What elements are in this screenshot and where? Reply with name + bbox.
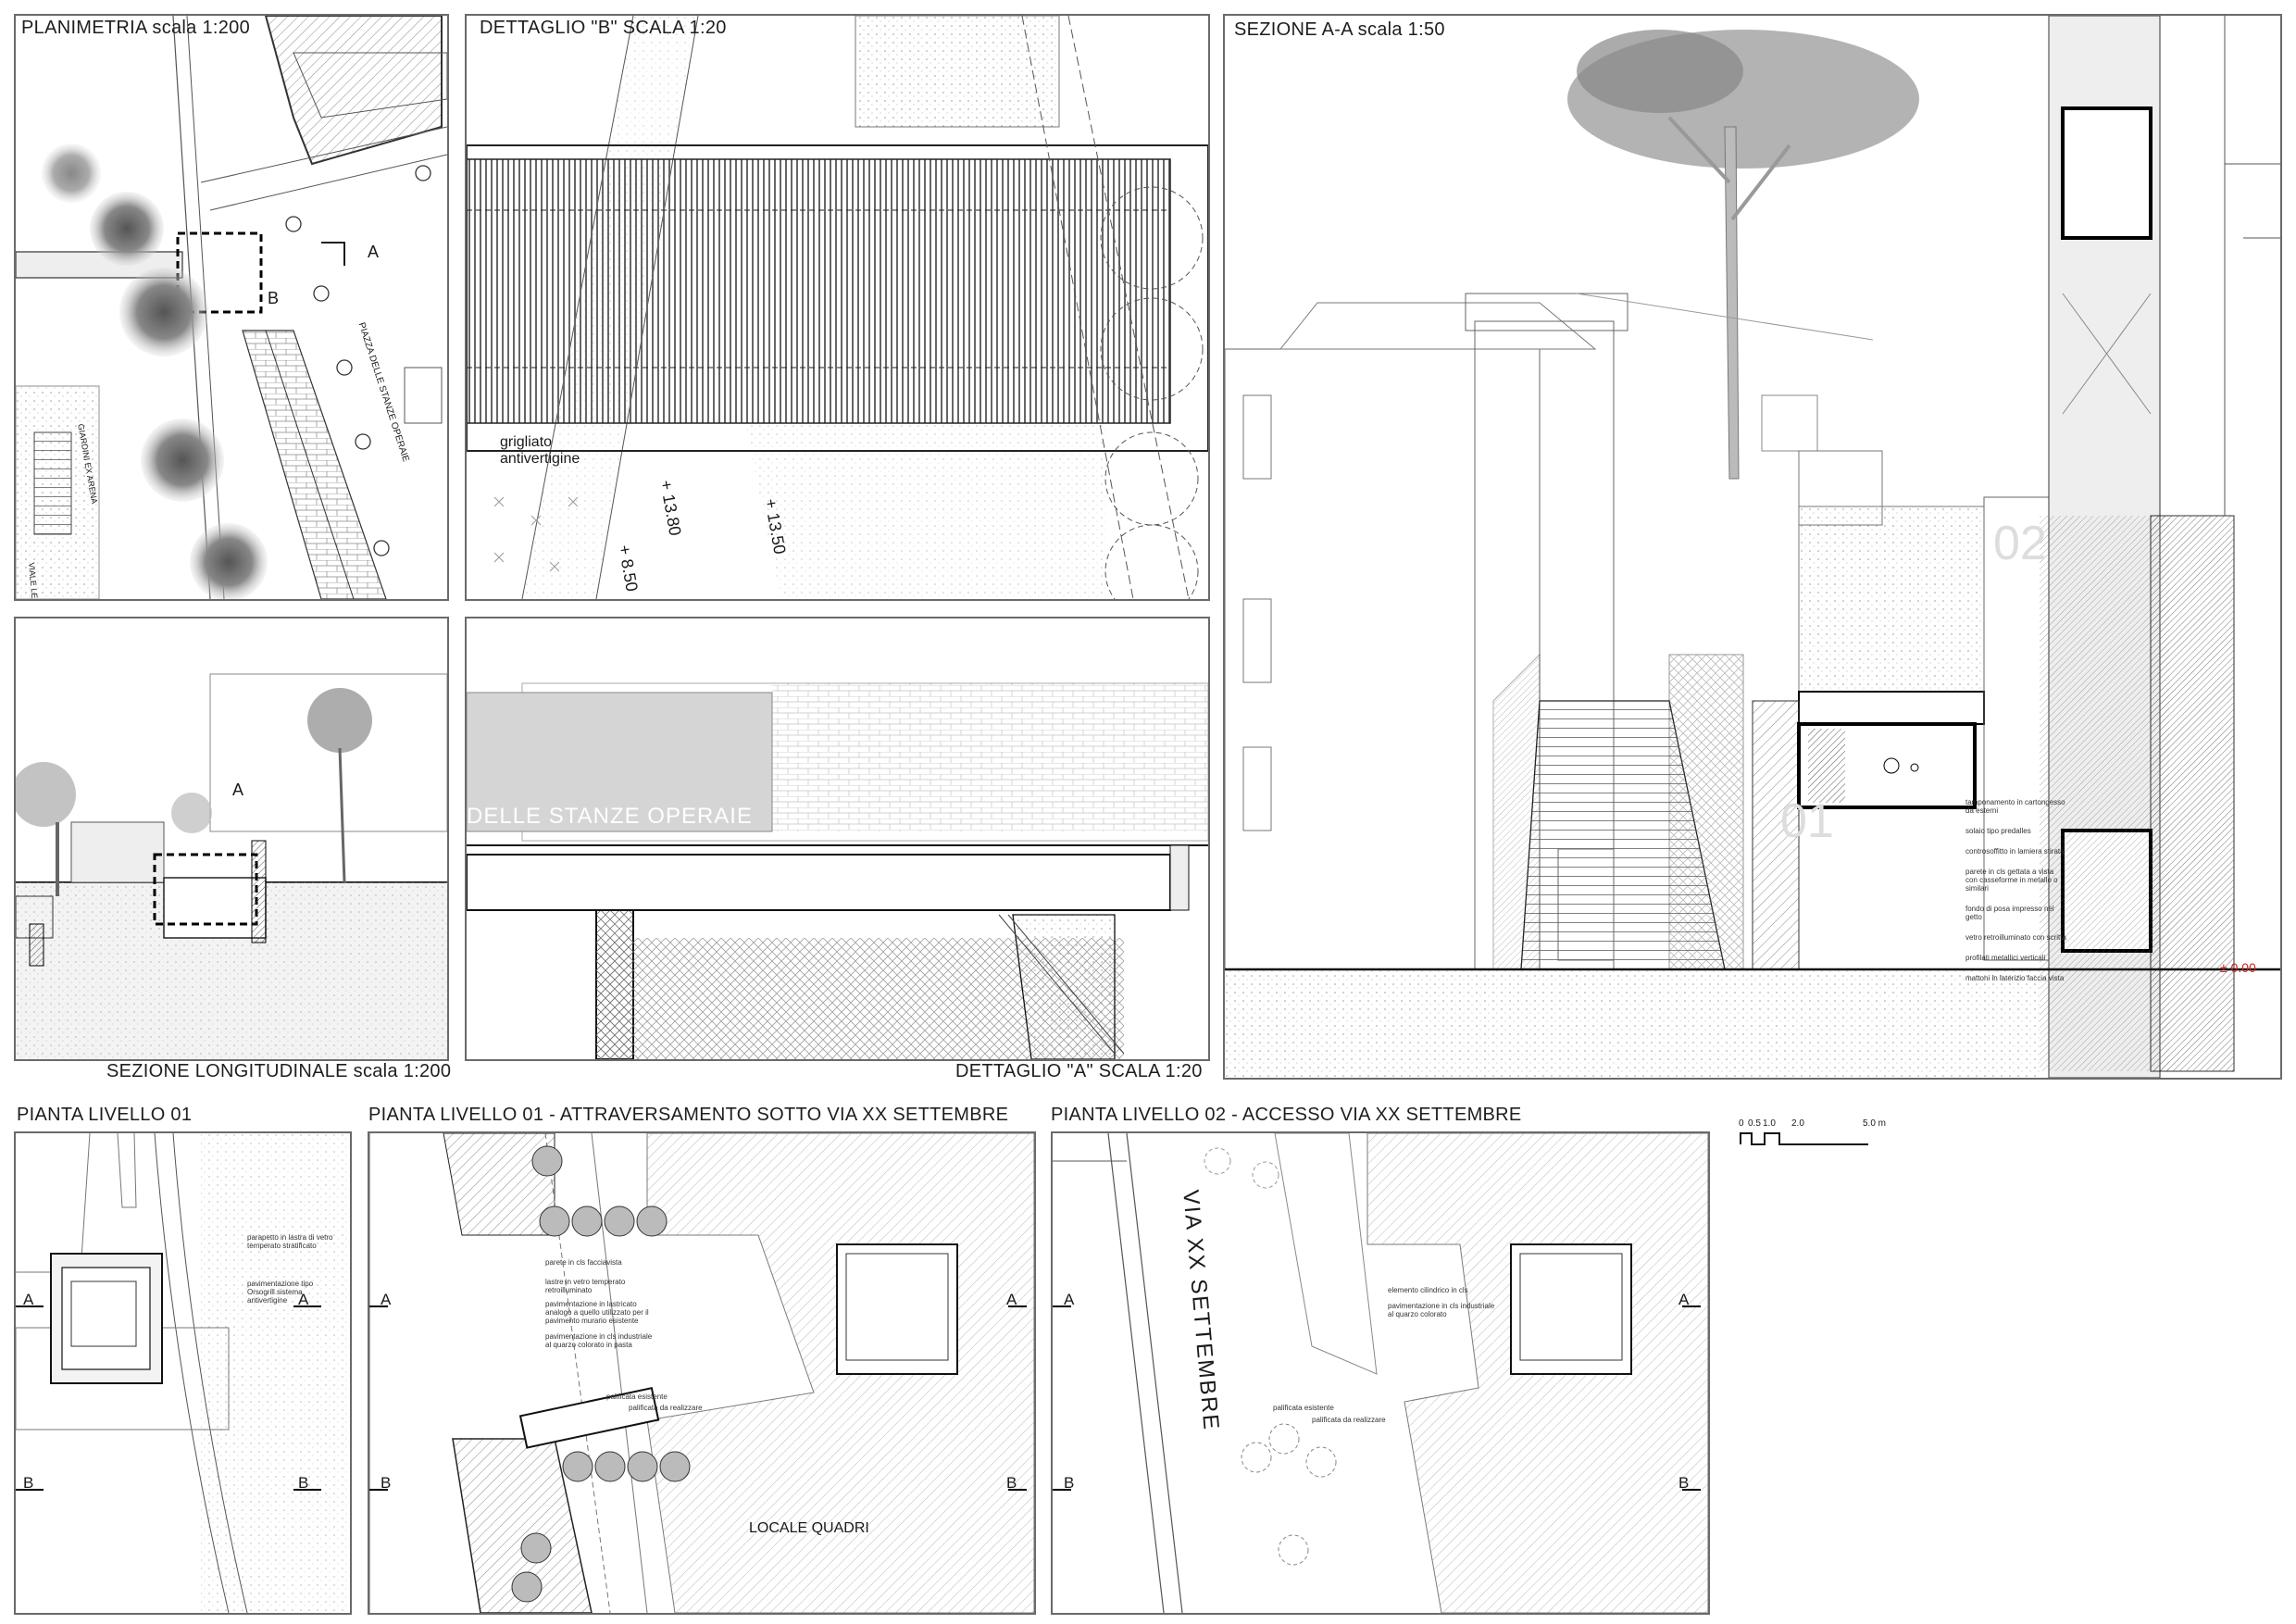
dettaglio-b-drawing xyxy=(467,16,1208,599)
zero-elevation-label: ± 0.00 xyxy=(2220,960,2256,975)
dettaglio-a-drawing xyxy=(467,682,1208,1059)
pianta-01-title: PIANTA LIVELLO 01 xyxy=(17,1105,193,1125)
annotation: mattoni in laterizio faccia vista xyxy=(1965,974,2065,982)
annotation: parapetto in lastra di vetro temperato s… xyxy=(247,1233,333,1250)
annotation: controsoffitto in lamiera stirata xyxy=(1965,847,2065,856)
annotation: pavimentazione tipo Orsogrill sistema an… xyxy=(247,1280,314,1305)
pianta-01-attr-panel: A A B B LOCALE QUADRI parete in cls facc… xyxy=(368,1131,1036,1615)
planimetria-title: PLANIMETRIA scala 1:200 xyxy=(21,18,251,38)
annotation: parete in cls gettata a vista con cassef… xyxy=(1965,868,2058,893)
pianta-02-panel: A A B B VIA XX SETTEMBRE elemento cilind… xyxy=(1051,1131,1710,1615)
pianta-02-label-b-left: B xyxy=(1064,1474,1075,1492)
dettaglio-a-panel: DELLE STANZE OPERAIE xyxy=(465,617,1210,1061)
attr-label-a-left: A xyxy=(381,1291,392,1308)
planimetria-panel: PLANIMETRIA scala 1:200 A B GIARDINI EX … xyxy=(14,14,449,601)
annotation: lastre in vetro temperato retroilluminat… xyxy=(545,1278,626,1294)
annotation: pavimentazione in cls industriale al qua… xyxy=(1388,1302,1495,1318)
attr-label-b-right: B xyxy=(1006,1474,1017,1492)
planimetria-label-a: A xyxy=(368,243,380,261)
dettaglio-b-panel: DETTAGLIO "B" SCALA 1:20 grigliato antiv… xyxy=(465,14,1210,601)
annotation: elemento cilindrico in cls xyxy=(1388,1286,1468,1294)
pianta-01-attr-title: PIANTA LIVELLO 01 - ATTRAVERSAMENTO SOTT… xyxy=(368,1105,1009,1125)
annotation: profilati metallici verticali xyxy=(1965,954,2046,962)
sezione-longitudinale-drawing xyxy=(16,673,447,1059)
pianta-02-label-a-left: A xyxy=(1064,1291,1075,1308)
pianta-01-label-a-left: A xyxy=(23,1291,34,1308)
scale-tick-0: 0 xyxy=(1739,1118,1744,1129)
annotation: pavimentazione in lastricato analogo a q… xyxy=(545,1300,649,1325)
scale-tick-1: 1.0 xyxy=(1763,1118,1776,1129)
annotation: vetro retroilluminato con scritta xyxy=(1965,933,2066,942)
scale-bar: 0 0.5 1.0 2.0 5.0 m xyxy=(1739,1118,1886,1156)
annotation: solaio tipo predalles xyxy=(1965,827,2031,835)
planimetria-drawing xyxy=(16,16,447,599)
sezione-aa-annotations: tamponamento in cartongesso da esterni s… xyxy=(1965,798,2067,994)
dettaglio-a-title: DETTAGLIO "A" SCALA 1:20 xyxy=(955,1061,1203,1081)
grigliato-label: grigliato antivertigine xyxy=(500,434,580,467)
sezione-aa-title: SEZIONE A-A scala 1:50 xyxy=(1234,19,1445,40)
planimetria-label-b: B xyxy=(268,289,280,307)
level-01-label: 01 xyxy=(1780,794,1834,848)
annotation: parete in cls facciavista xyxy=(545,1258,622,1267)
level-02-label: 02 xyxy=(1993,517,2047,570)
annotation: pavimentazione in cls industriale al qua… xyxy=(545,1332,653,1349)
annotation: fondo di posa impresso nel getto xyxy=(1965,905,2054,921)
attr-label-b-left: B xyxy=(381,1474,392,1492)
pianta-01-label-b-left: B xyxy=(23,1474,34,1492)
pianta-02-drawing xyxy=(1053,1133,1708,1613)
scale-tick-05: 0.5 xyxy=(1748,1118,1761,1129)
pianta-01-panel: A A B B parapetto in lastra di vetro tem… xyxy=(14,1131,352,1615)
scale-tick-5: 5.0 m xyxy=(1863,1118,1887,1129)
annotation: palificata da realizzare xyxy=(1312,1416,1386,1424)
sezione-aa-drawing xyxy=(1225,16,2280,1078)
pianta-02-title: PIANTA LIVELLO 02 - ACCESSO VIA XX SETTE… xyxy=(1051,1105,1522,1125)
pianta-02-label-a-right: A xyxy=(1678,1291,1690,1308)
pianta-02-label-b-right: B xyxy=(1678,1474,1690,1492)
locale-quadri-label: LOCALE QUADRI xyxy=(749,1520,869,1536)
sezione-longitudinale-panel: A xyxy=(14,617,449,1061)
dettaglio-b-title: DETTAGLIO "B" SCALA 1:20 xyxy=(480,18,727,38)
annotation: tamponamento in cartongesso da esterni xyxy=(1965,798,2065,815)
scale-tick-2: 2.0 xyxy=(1791,1118,1804,1129)
annotation: palificata esistente xyxy=(1273,1404,1334,1412)
glass-text-label: DELLE STANZE OPERAIE xyxy=(467,804,753,829)
sezione-aa-panel: SEZIONE A-A scala 1:50 xyxy=(1223,14,2282,1080)
annotation: palificata da realizzare xyxy=(629,1404,703,1412)
pianta-01-drawing xyxy=(16,1133,350,1613)
longitudinale-label-a: A xyxy=(232,781,244,799)
pianta-01-label-a-right: A xyxy=(298,1291,309,1308)
pianta-01-attr-drawing xyxy=(369,1133,1034,1613)
pianta-01-label-b-right: B xyxy=(298,1474,309,1492)
sezione-longitudinale-title: SEZIONE LONGITUDINALE scala 1:200 xyxy=(106,1061,452,1081)
annotation: palificata esistente xyxy=(606,1393,668,1401)
attr-label-a-right: A xyxy=(1006,1291,1017,1308)
